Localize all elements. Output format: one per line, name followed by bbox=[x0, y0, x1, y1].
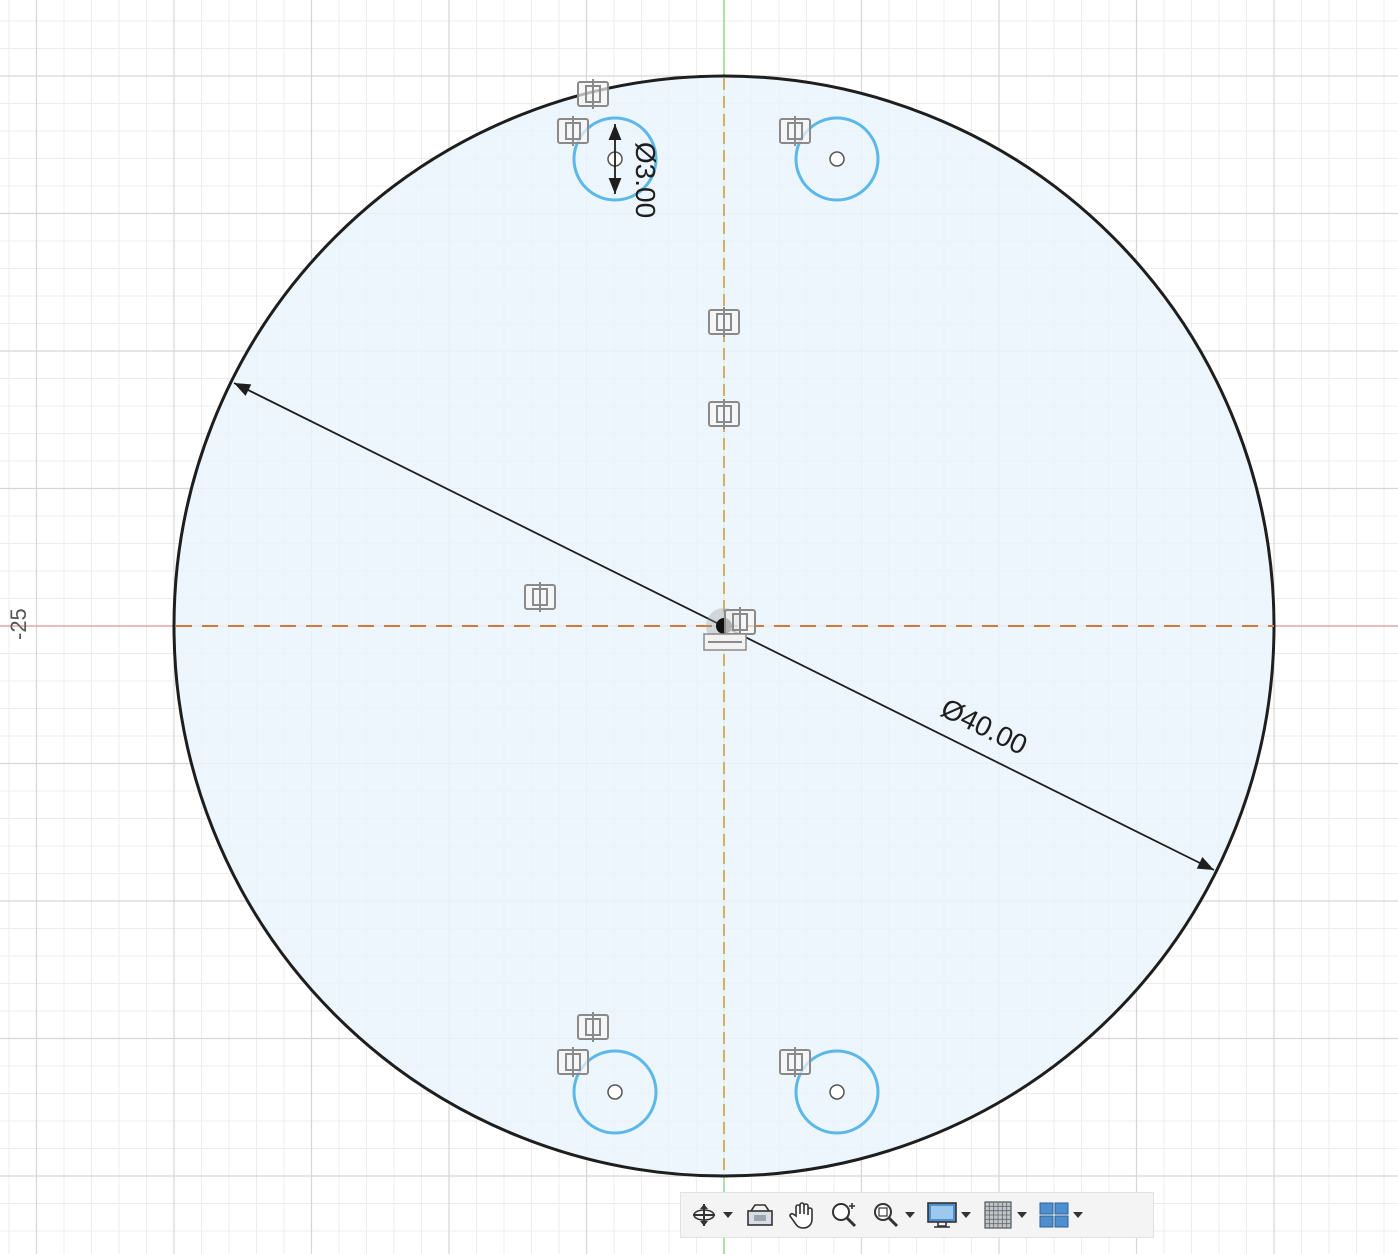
fit-dropdown-caret[interactable] bbox=[903, 1198, 917, 1232]
coincident-constraint-icon[interactable] bbox=[557, 1047, 589, 1077]
coincident-constraint-icon[interactable] bbox=[708, 399, 740, 429]
viewports-icon[interactable] bbox=[1037, 1198, 1071, 1232]
pan-icon[interactable] bbox=[785, 1198, 819, 1232]
hole-diameter-dimension-label[interactable]: Ø3.00 bbox=[630, 142, 661, 218]
grid-settings-icon[interactable] bbox=[981, 1198, 1015, 1232]
coincident-constraint-icon[interactable] bbox=[779, 1047, 811, 1077]
hole-bottom-right[interactable] bbox=[794, 1049, 880, 1135]
coincident-constraint-icon[interactable] bbox=[724, 607, 756, 637]
orbit-icon[interactable] bbox=[687, 1198, 721, 1232]
orbit-dropdown-caret[interactable] bbox=[721, 1198, 735, 1232]
constraint-glyphs[interactable] bbox=[524, 79, 811, 1077]
coincident-constraint-icon[interactable] bbox=[524, 582, 556, 612]
fit-icon[interactable] bbox=[869, 1198, 903, 1232]
hole-bottom-left[interactable] bbox=[572, 1049, 658, 1135]
display-settings-dropdown-caret[interactable] bbox=[959, 1198, 973, 1232]
coincident-constraint-icon[interactable] bbox=[779, 116, 811, 146]
zoom-icon[interactable] bbox=[827, 1198, 861, 1232]
navigation-toolbar bbox=[680, 1192, 1154, 1238]
y-axis-coordinate-label: -25 bbox=[6, 608, 31, 640]
grid-settings-dropdown-caret[interactable] bbox=[1015, 1198, 1029, 1232]
coincident-constraint-icon[interactable] bbox=[708, 307, 740, 337]
viewports-dropdown-caret[interactable] bbox=[1071, 1198, 1085, 1232]
hole-top-right[interactable] bbox=[794, 116, 880, 202]
coincident-constraint-icon[interactable] bbox=[577, 1012, 609, 1042]
display-settings-icon[interactable] bbox=[925, 1198, 959, 1232]
look-at-icon[interactable] bbox=[743, 1198, 777, 1232]
coincident-constraint-icon[interactable] bbox=[557, 116, 589, 146]
horizontal-constraint-icon[interactable] bbox=[703, 633, 747, 651]
coincident-constraint-icon[interactable] bbox=[577, 79, 609, 109]
